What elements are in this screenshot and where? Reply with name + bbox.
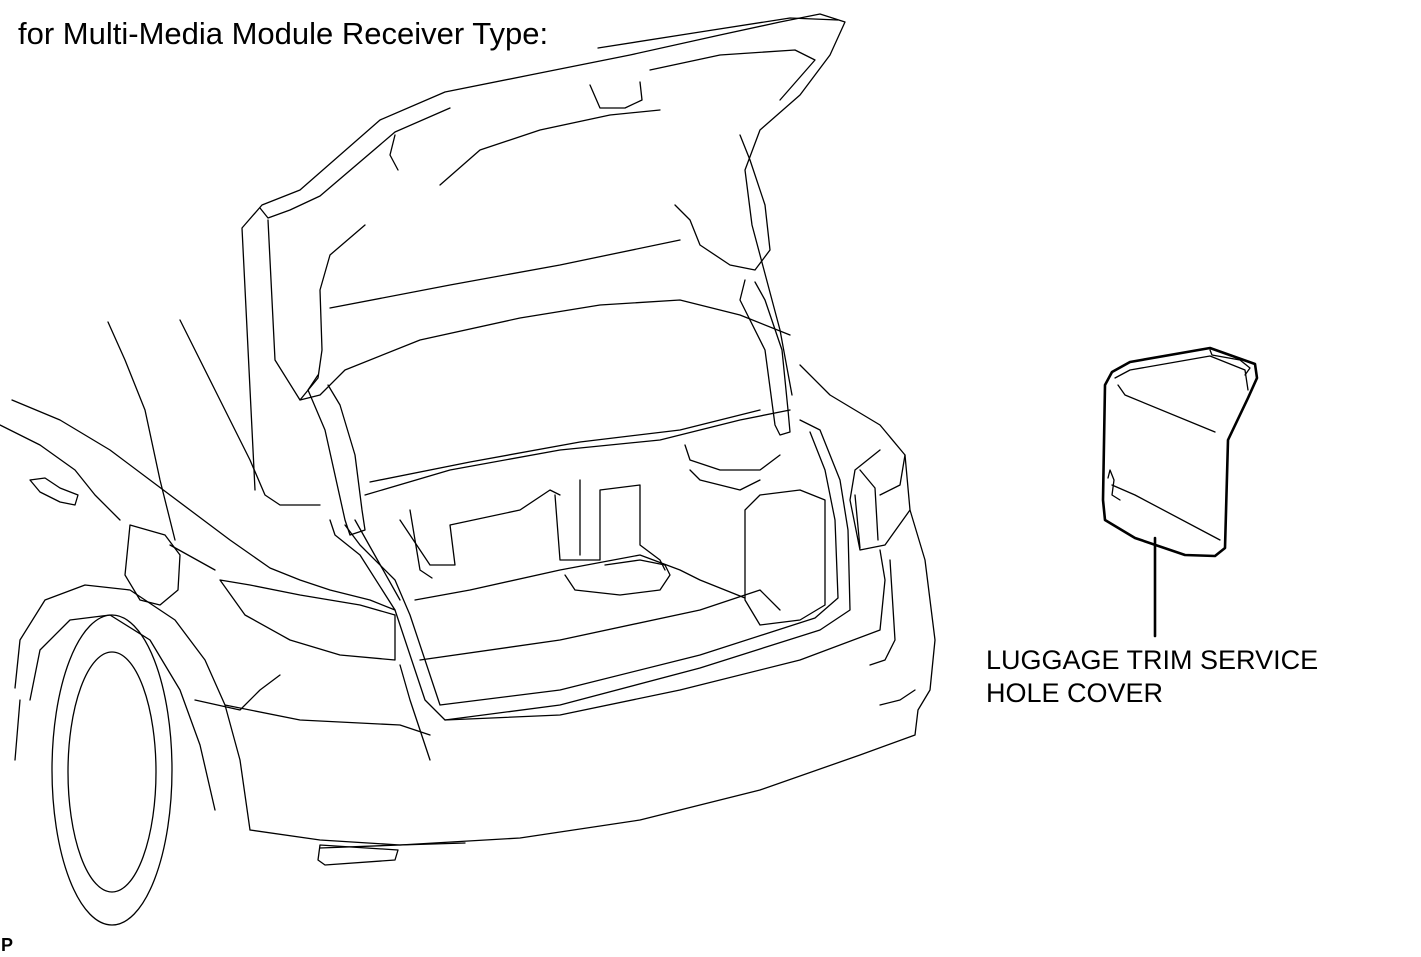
trunk-lid-latch bbox=[589, 81, 643, 109]
fuel-door bbox=[124, 524, 181, 606]
rear-wheel bbox=[51, 614, 173, 926]
trunk-lid-lower-edge bbox=[364, 409, 791, 496]
part-callout-label: LUGGAGE TRIM SERVICE HOLE COVER bbox=[986, 644, 1318, 710]
hole-cover-outline bbox=[1101, 346, 1259, 558]
trunk-inner-floor bbox=[419, 589, 781, 661]
luggage-trim-service-hole-cover bbox=[1101, 346, 1259, 638]
rear-wheel-arch bbox=[14, 584, 251, 831]
reflector bbox=[319, 842, 466, 849]
trunk-opening-outline bbox=[329, 419, 851, 721]
c-pillar bbox=[179, 319, 321, 506]
car-rear-illustration bbox=[0, 13, 936, 926]
left-tail-light bbox=[219, 579, 396, 661]
right-hinge-arm bbox=[739, 279, 791, 436]
callout-line-1: LUGGAGE TRIM SERVICE bbox=[986, 645, 1319, 675]
figure-title: for Multi-Media Module Receiver Type: bbox=[18, 16, 549, 51]
trunk-lid-outline bbox=[241, 13, 846, 491]
trunk-lid-inner-panel bbox=[267, 219, 366, 401]
trunk-lid-top-edge bbox=[597, 17, 839, 49]
figure-code: P bbox=[1, 935, 14, 955]
left-hinge-arm bbox=[307, 374, 366, 536]
right-tail-light bbox=[799, 364, 911, 551]
door-handle bbox=[29, 477, 79, 506]
callout-line-2: HOLE COVER bbox=[986, 678, 1164, 708]
body-side-upper bbox=[11, 399, 396, 611]
